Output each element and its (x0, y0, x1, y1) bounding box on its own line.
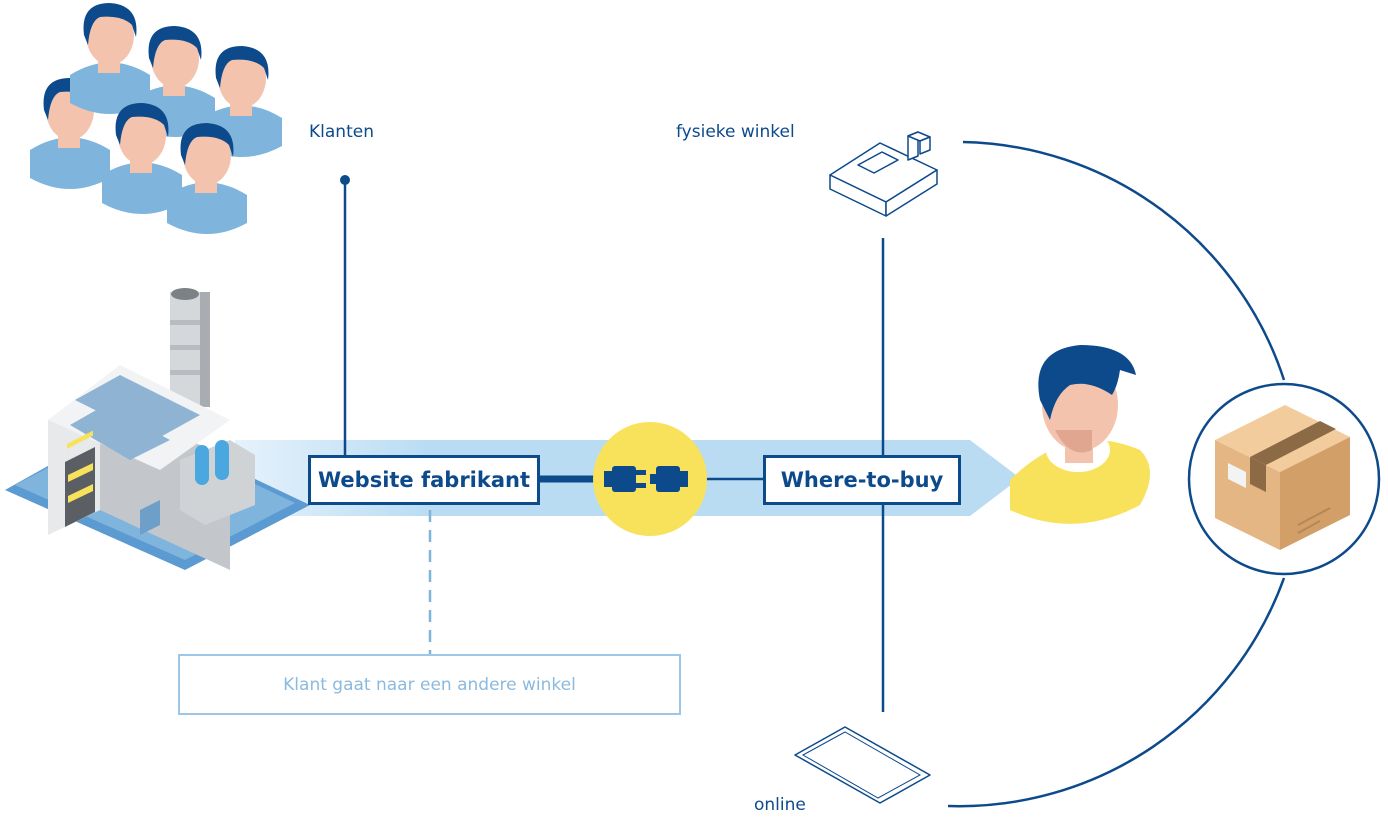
parcel-box-icon (1187, 382, 1381, 576)
distribution-arc (947, 140, 1286, 808)
manufacturer-website-box: Website fabrikant (308, 455, 540, 505)
online-label: online (754, 795, 806, 815)
factory-icon (5, 288, 310, 570)
plug-connector-icon (593, 422, 707, 536)
customers-group-icon (30, 3, 282, 234)
alternative-store-note: Klant gaat naar een andere winkel (178, 654, 681, 715)
customers-label: Klanten (309, 122, 374, 142)
connector-lines (340, 175, 885, 712)
where-to-buy-box: Where-to-buy (763, 455, 961, 505)
consumer-icon (1010, 345, 1150, 524)
tablet-icon (794, 726, 931, 804)
physical-store-label: fysieke winkel (676, 122, 795, 142)
cash-register-icon (829, 131, 938, 217)
